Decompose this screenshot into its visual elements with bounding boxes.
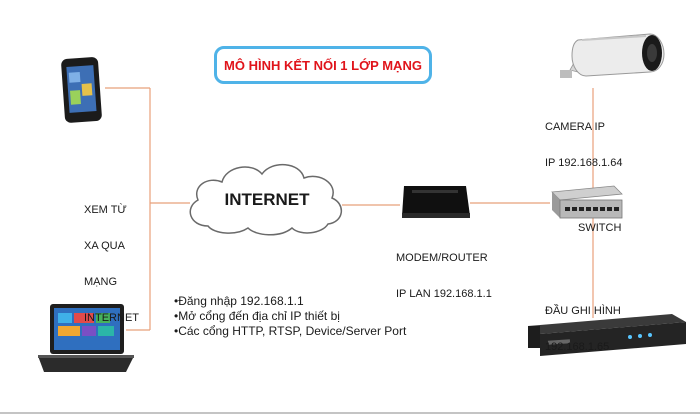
camera-ip: IP 192.168.1.64 [545,157,623,169]
note-line: •Đăng nhập 192.168.1.1 [174,294,304,308]
camera-label-block: CAMERA IP IP 192.168.1.64 [545,97,622,181]
remote-view-line: XEM TỪ [84,204,127,216]
note-line: •Mở cổng đến địa chỉ IP thiết bị [174,309,340,323]
internet-label: INTERNET [224,190,310,209]
recorder-label: ĐẦU GHI HÌNH [545,305,621,317]
diagram-title: MÔ HÌNH KẾT NỐI 1 LỚP MẠNG [224,57,422,73]
router-icon [402,186,470,218]
camera-label: CAMERA IP [545,121,605,133]
recorder-label-block: ĐẦU GHI HÌNH 192.168.1.65 [545,281,621,365]
recorder-ip: 192.168.1.65 [545,341,610,353]
internet-cloud-icon [189,164,342,236]
laptop-icon [38,304,134,372]
remote-view-label: XEM TỪ XA QUA MẠNG INTERNET [84,180,139,336]
router-label-block: MODEM/ROUTER IP LAN 192.168.1.1 [396,228,492,312]
remote-view-line: XA QUA [84,240,125,252]
router-ip: IP LAN 192.168.1.1 [396,288,492,300]
smartphone-icon [61,57,102,123]
switch-label: SWITCH [578,222,622,234]
switch-icon [551,185,623,219]
remote-view-line: MẠNG [84,276,117,288]
router-label: MODEM/ROUTER [396,252,488,264]
ip-camera-icon [560,33,665,78]
connection-lines [105,87,594,331]
note-line: •Các cổng HTTP, RTSP, Device/Server Port [174,324,407,338]
recorder-icon [528,314,686,356]
router-setup-notes: •Đăng nhập 192.168.1.1 •Mở cổng đến địa … [174,294,406,339]
diagram-title-box: MÔ HÌNH KẾT NỐI 1 LỚP MẠNG [214,46,432,84]
remote-view-line: INTERNET [84,312,139,324]
